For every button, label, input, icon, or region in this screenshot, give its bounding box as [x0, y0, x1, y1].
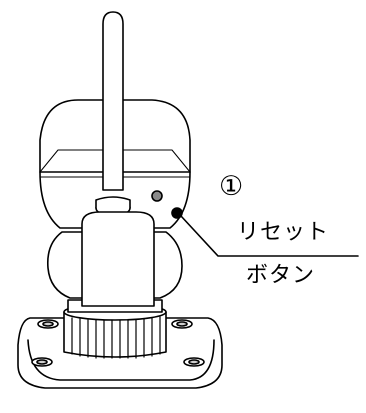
callout-label-reset: リセット: [237, 220, 330, 245]
callout-leader-line: [180, 215, 359, 257]
indicator-button: [151, 190, 163, 202]
front-pillar: [81, 211, 155, 307]
callout-number: ①: [219, 171, 244, 202]
reset-button-dot: [171, 207, 183, 219]
callout-label-button: ボタン: [246, 263, 316, 288]
